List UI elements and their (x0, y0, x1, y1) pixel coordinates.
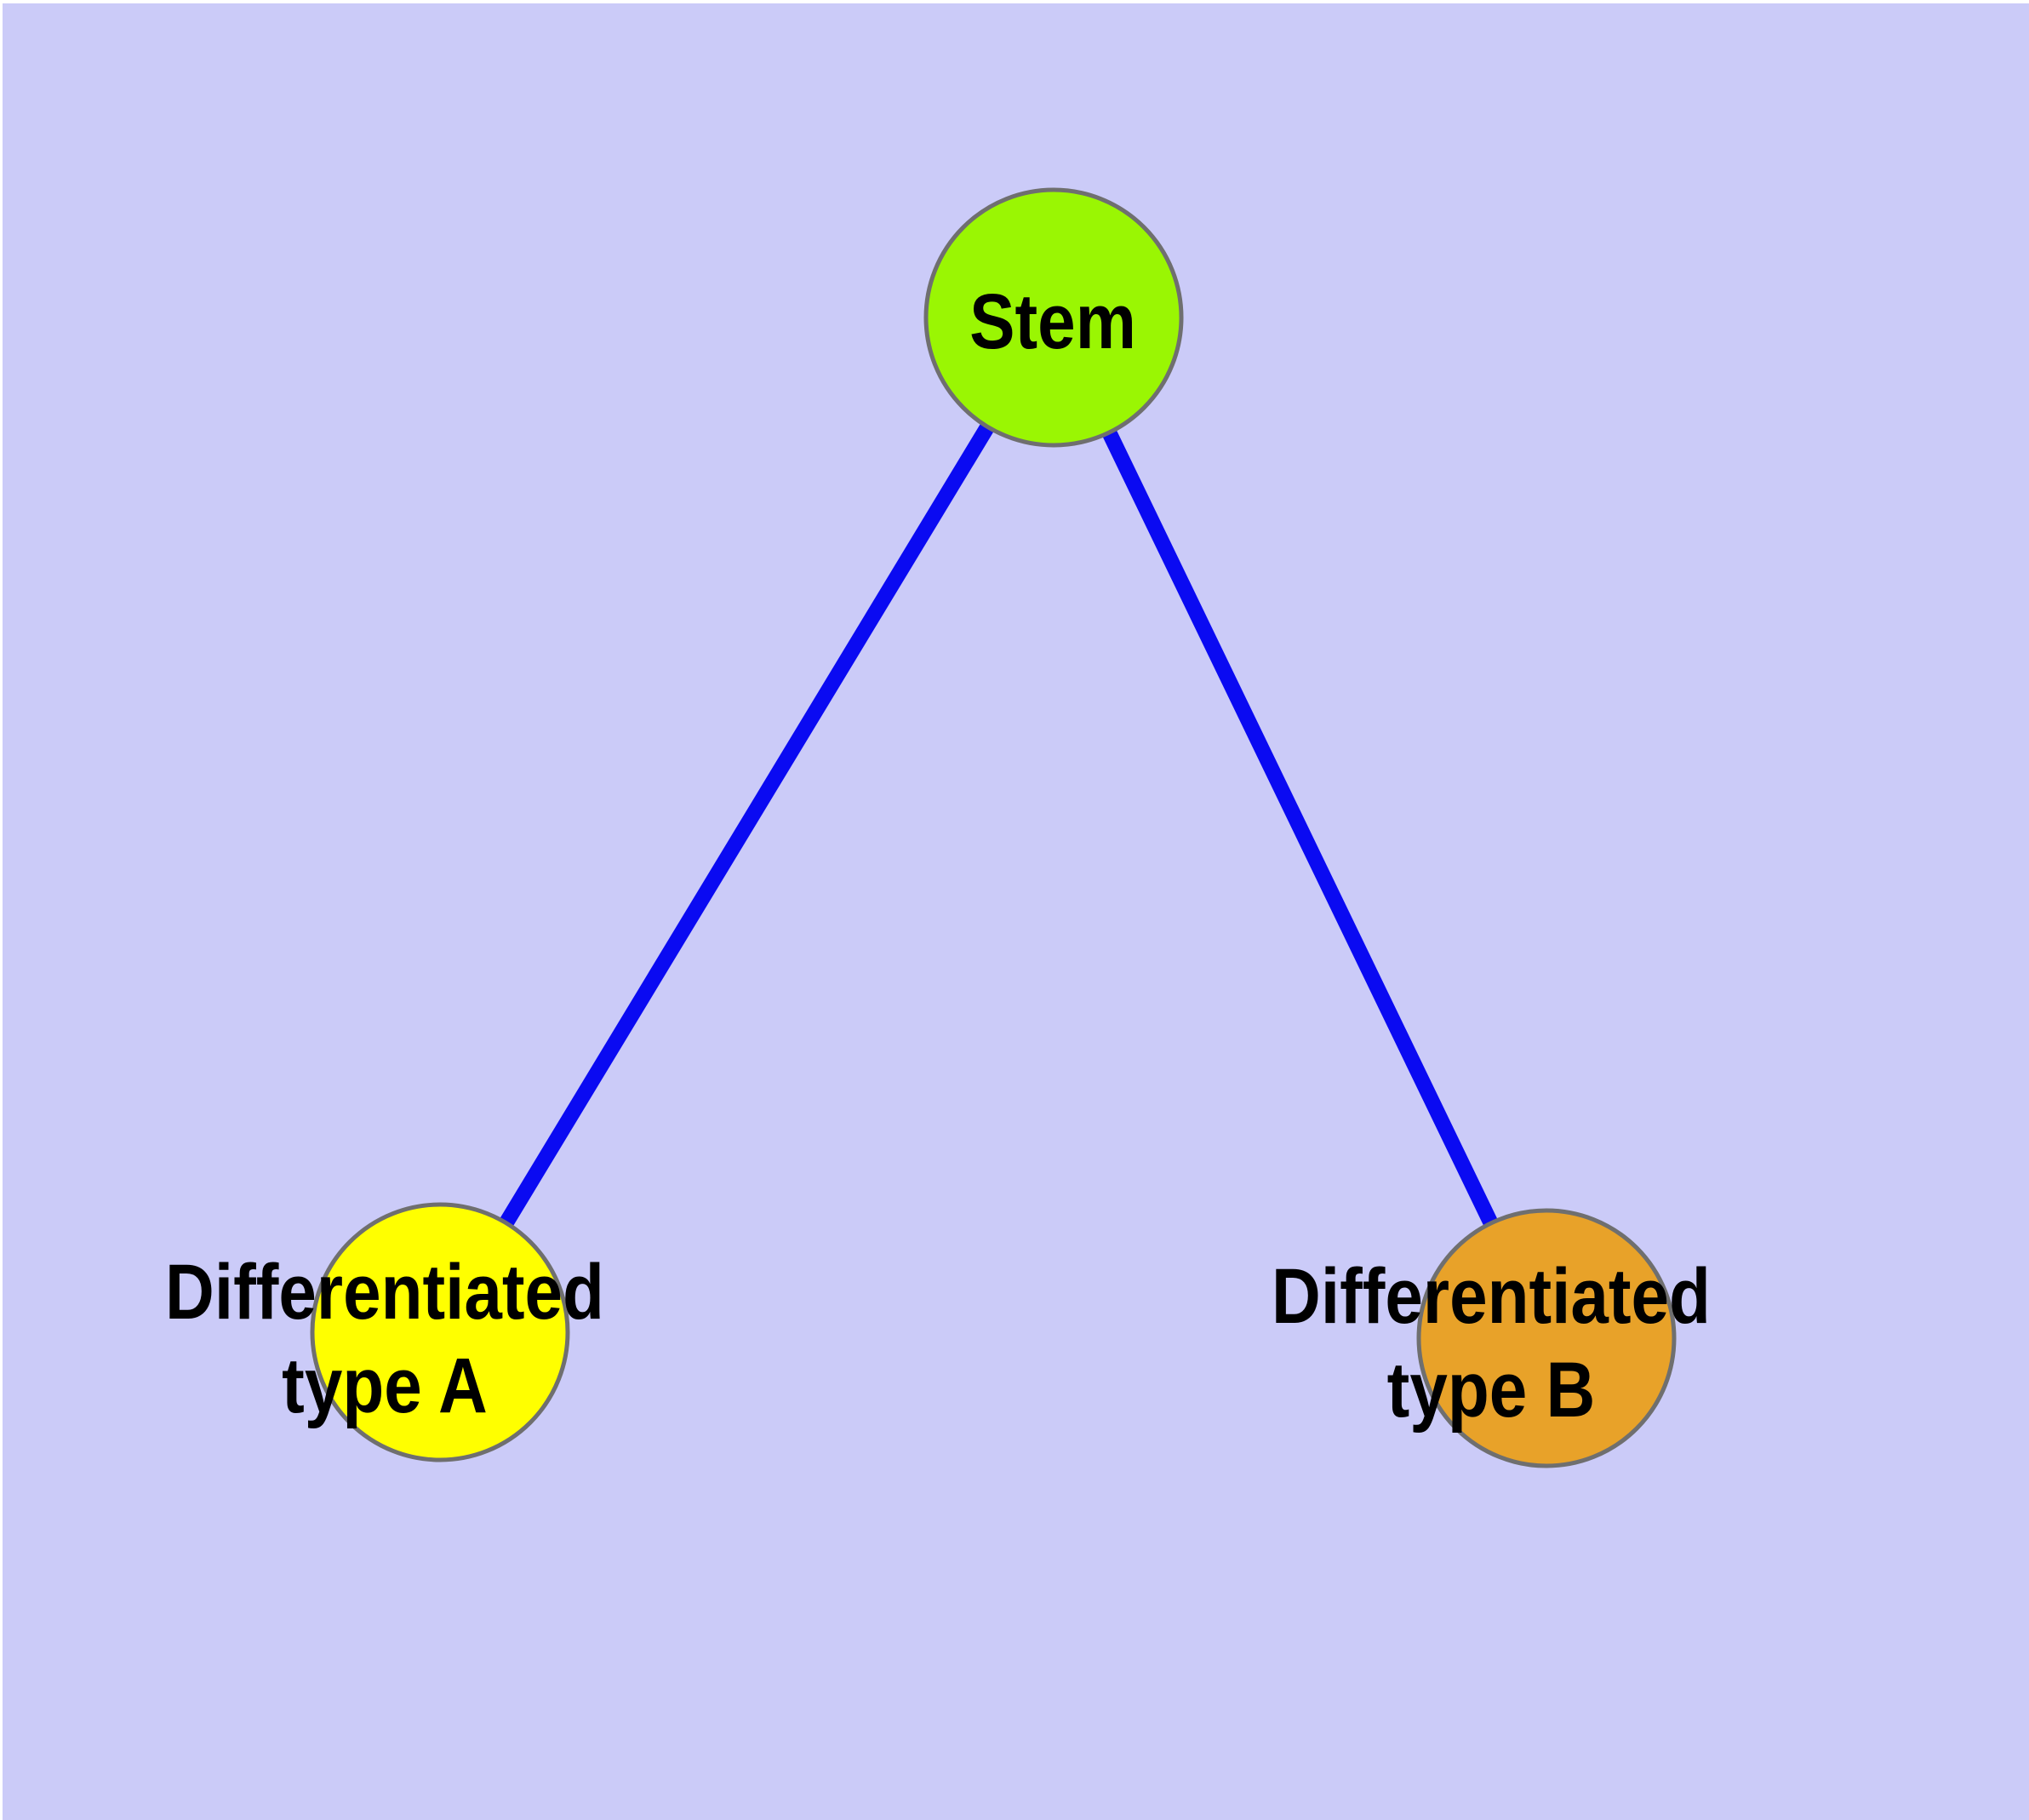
node-type-a-label-line1: Differentiated (165, 1249, 604, 1336)
node-stem-label-text: Stem (969, 278, 1136, 365)
node-type-a-label: Differentiated type A (165, 1245, 604, 1433)
node-stem-label: Stem (969, 275, 1136, 369)
edge-stem-to-type-a (433, 313, 1060, 1336)
node-type-b-circle (1416, 1208, 1677, 1468)
node-type-b-label-line2: type B (1386, 1347, 1596, 1434)
node-type-a-circle (310, 1202, 570, 1462)
node-type-b-label-line1: Differentiated (1272, 1253, 1711, 1340)
node-type-b-label: Differentiated type B (1272, 1250, 1711, 1437)
node-stem-circle (923, 187, 1184, 448)
node-type-a-label-line2: type A (282, 1342, 488, 1429)
edge-stem-to-type-b (1046, 314, 1554, 1342)
